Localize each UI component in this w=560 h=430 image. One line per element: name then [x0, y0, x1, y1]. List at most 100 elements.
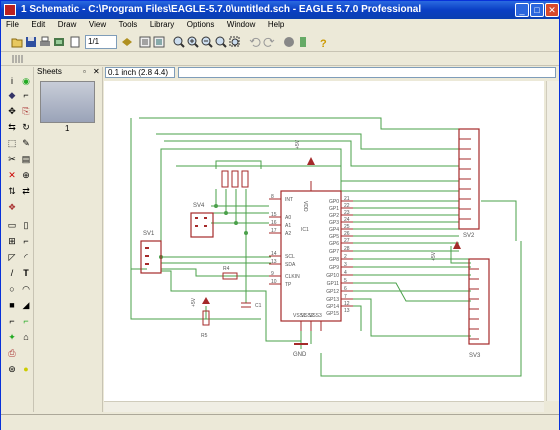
minimize-button[interactable]: _	[515, 3, 529, 17]
pinswap-icon[interactable]: ⇅	[8, 186, 16, 196]
move-icon[interactable]: ✥	[8, 106, 16, 116]
horizontal-scrollbar[interactable]	[104, 401, 544, 412]
ic1-right-pin-label: GP3	[329, 220, 339, 226]
gnd-supply[interactable]: GND	[293, 343, 308, 358]
sheet-combo[interactable]: 1/1	[85, 35, 117, 49]
sv2-connector[interactable]: SV2	[458, 128, 480, 239]
errors-icon[interactable]: ●	[23, 364, 29, 374]
sheet-thumbnail[interactable]	[40, 81, 95, 123]
zoom-in-icon[interactable]	[187, 36, 199, 48]
main-toolbar: 1/1 ?	[1, 33, 559, 52]
undo-icon[interactable]	[249, 36, 261, 48]
value-icon[interactable]: ▯	[23, 220, 29, 230]
text-icon[interactable]: T	[23, 268, 29, 278]
save-icon[interactable]	[25, 36, 37, 48]
polygon-icon[interactable]: ◢	[22, 300, 30, 310]
command-line[interactable]	[178, 67, 556, 78]
stop-icon[interactable]	[283, 36, 295, 48]
print-icon[interactable]	[39, 36, 51, 48]
net-icon[interactable]: ⌐	[23, 316, 29, 326]
sheets-float-icon[interactable]: ▫	[83, 67, 86, 76]
sheets-close-icon[interactable]: ✕	[93, 67, 100, 76]
replace-icon[interactable]: ⇄	[22, 186, 30, 196]
show-icon[interactable]: ◉	[22, 76, 30, 86]
gateswap-icon[interactable]: ❖	[7, 202, 17, 212]
display-icon[interactable]: ◆	[8, 90, 16, 100]
go-icon[interactable]	[297, 36, 309, 48]
zoom-fit-icon[interactable]	[173, 36, 185, 48]
change-icon[interactable]: ✎	[22, 138, 30, 148]
delete-icon[interactable]: ✕	[8, 170, 16, 180]
sv3-label: SV3	[469, 353, 481, 359]
menu-tools[interactable]: Tools	[118, 20, 138, 29]
sv4-connector[interactable]: SV4	[190, 203, 214, 238]
ic1-part[interactable]: IC1 VDD INTA0A1A2SCLSDACLKINTPVSS1VSS2VS…	[269, 181, 353, 331]
ic1-right-pin-number: 12	[344, 301, 350, 307]
label-icon[interactable]: ⌂	[23, 332, 29, 342]
split-icon[interactable]: ◸	[8, 252, 16, 262]
menu-help[interactable]: Help	[267, 20, 285, 29]
c1-capacitor[interactable]: C1	[241, 302, 262, 309]
invoke-icon[interactable]: ◜	[24, 252, 28, 262]
crystal-resistor[interactable]: R5	[201, 310, 210, 339]
close-button[interactable]: ✕	[545, 3, 559, 17]
menu-library[interactable]: Library	[149, 20, 175, 29]
help-icon[interactable]: ?	[317, 36, 329, 48]
redo-icon[interactable]	[263, 36, 275, 48]
menu-bar: File Edit Draw View Tools Library Option…	[1, 19, 559, 33]
vertical-scrollbar[interactable]	[546, 81, 559, 401]
smash-icon[interactable]: ⊞	[8, 236, 16, 246]
sheet-icon[interactable]	[69, 36, 81, 48]
arc-icon[interactable]: ◠	[22, 284, 30, 294]
menu-view[interactable]: View	[88, 20, 107, 29]
cut-icon[interactable]: ✂	[8, 154, 16, 164]
menu-window[interactable]: Window	[226, 20, 256, 29]
use-library-icon[interactable]	[121, 36, 133, 48]
vcc-supply-3[interactable]: +5V	[431, 241, 461, 261]
sv3-pins	[469, 268, 479, 340]
miter-icon[interactable]: ⌐	[23, 236, 29, 246]
attribute-icon[interactable]: ⎙	[8, 348, 16, 358]
copy-icon[interactable]: ⎘	[22, 106, 30, 116]
ic1-right-pin-label: GP10	[326, 273, 339, 279]
junction-icon[interactable]: ✦	[8, 332, 16, 342]
ic1-right-pin-number: 7	[344, 294, 347, 300]
wire-icon[interactable]: /	[10, 268, 14, 278]
menu-edit[interactable]: Edit	[31, 20, 46, 29]
add-icon[interactable]: ⊕	[22, 170, 30, 180]
zoom-select-icon[interactable]	[229, 36, 241, 48]
sv1-connector[interactable]: SV1	[140, 231, 162, 274]
mark-icon[interactable]: ⌐	[23, 90, 29, 100]
r5-label: R5	[201, 333, 208, 339]
name-icon[interactable]: ▭	[7, 220, 17, 230]
menu-options[interactable]: Options	[186, 20, 215, 29]
rect-icon[interactable]: ■	[9, 300, 15, 310]
vcc-supply-2[interactable]: +5V	[191, 297, 210, 307]
mirror-icon[interactable]: ⇆	[8, 122, 16, 132]
maximize-button[interactable]: □	[530, 3, 544, 17]
bus-icon[interactable]: ⌐	[9, 316, 15, 326]
zoom-out-icon[interactable]	[201, 36, 213, 48]
erc-icon[interactable]: ⊛	[8, 364, 16, 374]
rotate-icon[interactable]: ↻	[22, 122, 30, 132]
parameter-toolbar	[1, 52, 559, 66]
cam-icon[interactable]	[53, 36, 65, 48]
menu-draw[interactable]: Draw	[57, 20, 77, 29]
open-icon[interactable]	[11, 36, 23, 48]
r4-resistor[interactable]: R4	[222, 266, 238, 280]
menu-file[interactable]: File	[6, 20, 19, 29]
ic1-right-pin-label: GP6	[329, 241, 339, 247]
resistor-array[interactable]	[221, 170, 249, 188]
vcc-supply-1[interactable]: +5V	[295, 139, 315, 165]
paste-icon[interactable]: ▤	[21, 154, 31, 164]
group-icon[interactable]: ⬚	[7, 138, 17, 148]
run-ulp-icon[interactable]	[153, 36, 165, 48]
sv3-connector[interactable]: SV3	[468, 258, 490, 359]
circle-icon[interactable]: ○	[9, 284, 15, 294]
grid-icon[interactable]	[11, 53, 23, 65]
zoom-redraw-icon[interactable]	[215, 36, 227, 48]
script-icon[interactable]	[139, 36, 151, 48]
info-icon[interactable]: i	[11, 76, 13, 86]
ic1-right-pin-number: 27	[344, 238, 350, 244]
